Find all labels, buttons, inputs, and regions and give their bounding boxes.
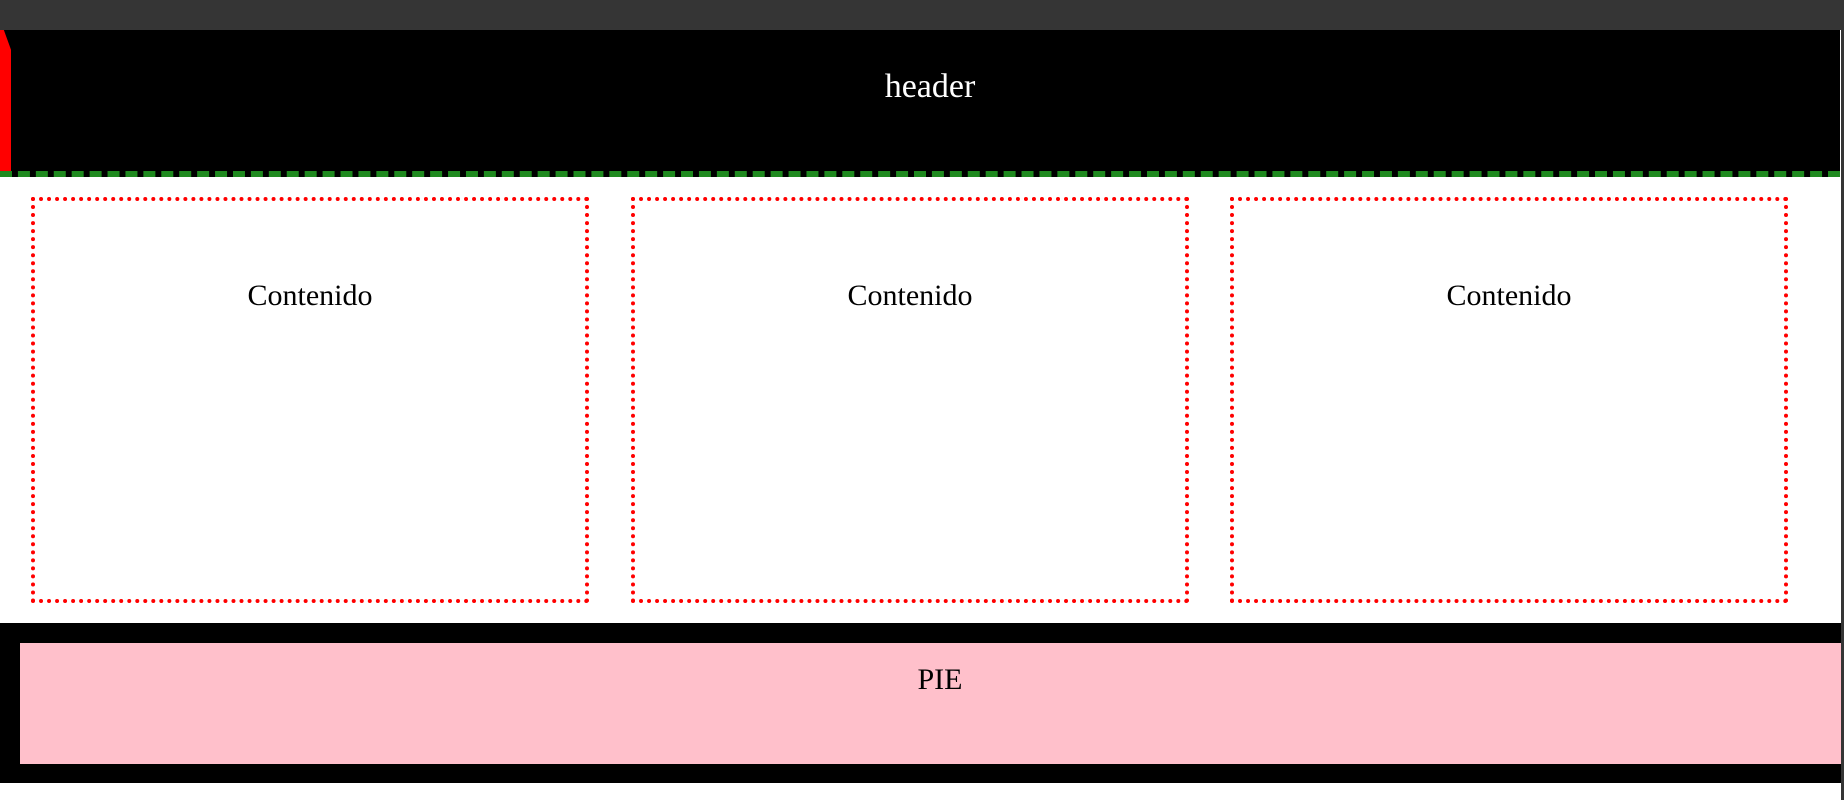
content-box: Contenido	[31, 197, 589, 603]
header-title: header	[884, 68, 976, 105]
content-section: Contenido Contenido Contenido	[0, 177, 1840, 623]
footer-inner-panel: PIE	[20, 643, 1844, 764]
page-footer: PIE	[0, 623, 1844, 783]
content-box-label: Contenido	[1446, 279, 1572, 312]
footer-label: PIE	[917, 663, 963, 696]
browser-top-bar	[0, 0, 1844, 30]
page-header	[0, 30, 1840, 177]
header-left-edge	[0, 30, 11, 171]
content-box: Contenido	[631, 197, 1189, 603]
content-box: Contenido	[1230, 197, 1788, 603]
content-box-label: Contenido	[847, 279, 973, 312]
window-right-edge	[1841, 30, 1844, 800]
content-box-label: Contenido	[247, 279, 373, 312]
